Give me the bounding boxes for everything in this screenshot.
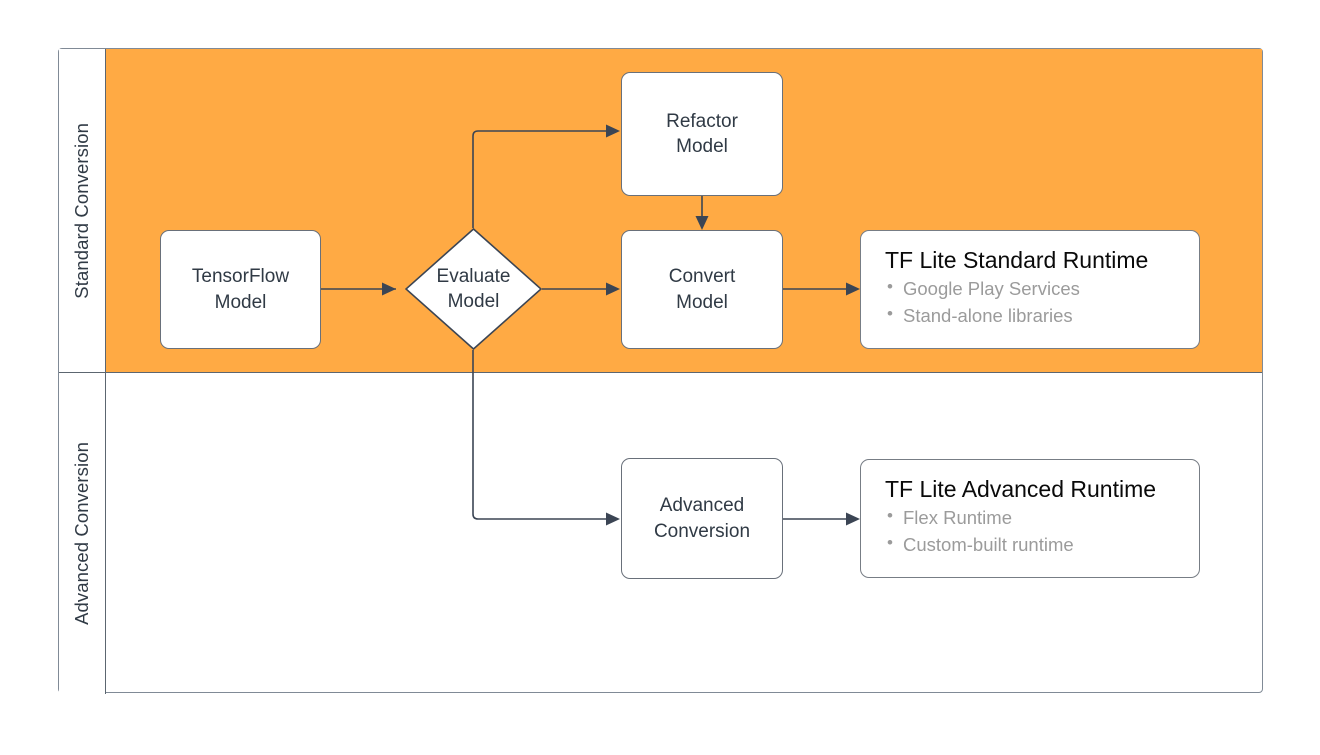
card-tf-lite-advanced-runtime[interactable]: TF Lite Advanced Runtime Flex Runtime Cu… bbox=[860, 459, 1200, 578]
lane-label-advanced-conversion: Advanced Conversion bbox=[71, 442, 92, 625]
node-refactor-model-line1: Refactor bbox=[666, 110, 738, 132]
node-refactor-model[interactable]: Refactor Model bbox=[621, 72, 783, 196]
node-evaluate-model[interactable]: Evaluate Model bbox=[405, 228, 542, 350]
lane-header-advanced-conversion: Advanced Conversion bbox=[59, 373, 106, 694]
card-tf-lite-standard-runtime[interactable]: TF Lite Standard Runtime Google Play Ser… bbox=[860, 230, 1200, 349]
card-standard-runtime-title: TF Lite Standard Runtime bbox=[885, 247, 1149, 273]
diamond-shape bbox=[405, 228, 542, 350]
node-tensorflow-model[interactable]: TensorFlow Model bbox=[160, 230, 321, 349]
card-standard-runtime-list: Google Play Services Stand-alone librari… bbox=[885, 275, 1199, 330]
lane-label-standard-conversion: Standard Conversion bbox=[71, 122, 92, 299]
list-item: Google Play Services bbox=[885, 275, 1199, 303]
node-tensorflow-model-line2: Model bbox=[214, 291, 267, 313]
list-item: Stand-alone libraries bbox=[885, 302, 1199, 330]
node-refactor-model-line2: Model bbox=[676, 136, 728, 157]
node-convert-model-line2: Model bbox=[676, 291, 728, 313]
node-tensorflow-model-line1: TensorFlow bbox=[191, 266, 290, 288]
node-convert-model[interactable]: Convert Model bbox=[621, 230, 783, 349]
lane-header-standard-conversion: Standard Conversion bbox=[59, 49, 106, 372]
node-advanced-conversion-line2: Conversion bbox=[653, 520, 751, 542]
card-advanced-runtime-list: Flex Runtime Custom-built runtime bbox=[885, 504, 1199, 559]
lane-advanced-conversion: Advanced Conversion bbox=[59, 373, 1262, 694]
node-convert-model-line1: Convert bbox=[668, 266, 736, 288]
list-item: Flex Runtime bbox=[885, 504, 1199, 532]
node-advanced-conversion[interactable]: Advanced Conversion bbox=[621, 458, 783, 579]
card-advanced-runtime-title: TF Lite Advanced Runtime bbox=[885, 476, 1157, 502]
node-advanced-conversion-line1: Advanced bbox=[659, 495, 745, 517]
list-item: Custom-built runtime bbox=[885, 531, 1199, 559]
